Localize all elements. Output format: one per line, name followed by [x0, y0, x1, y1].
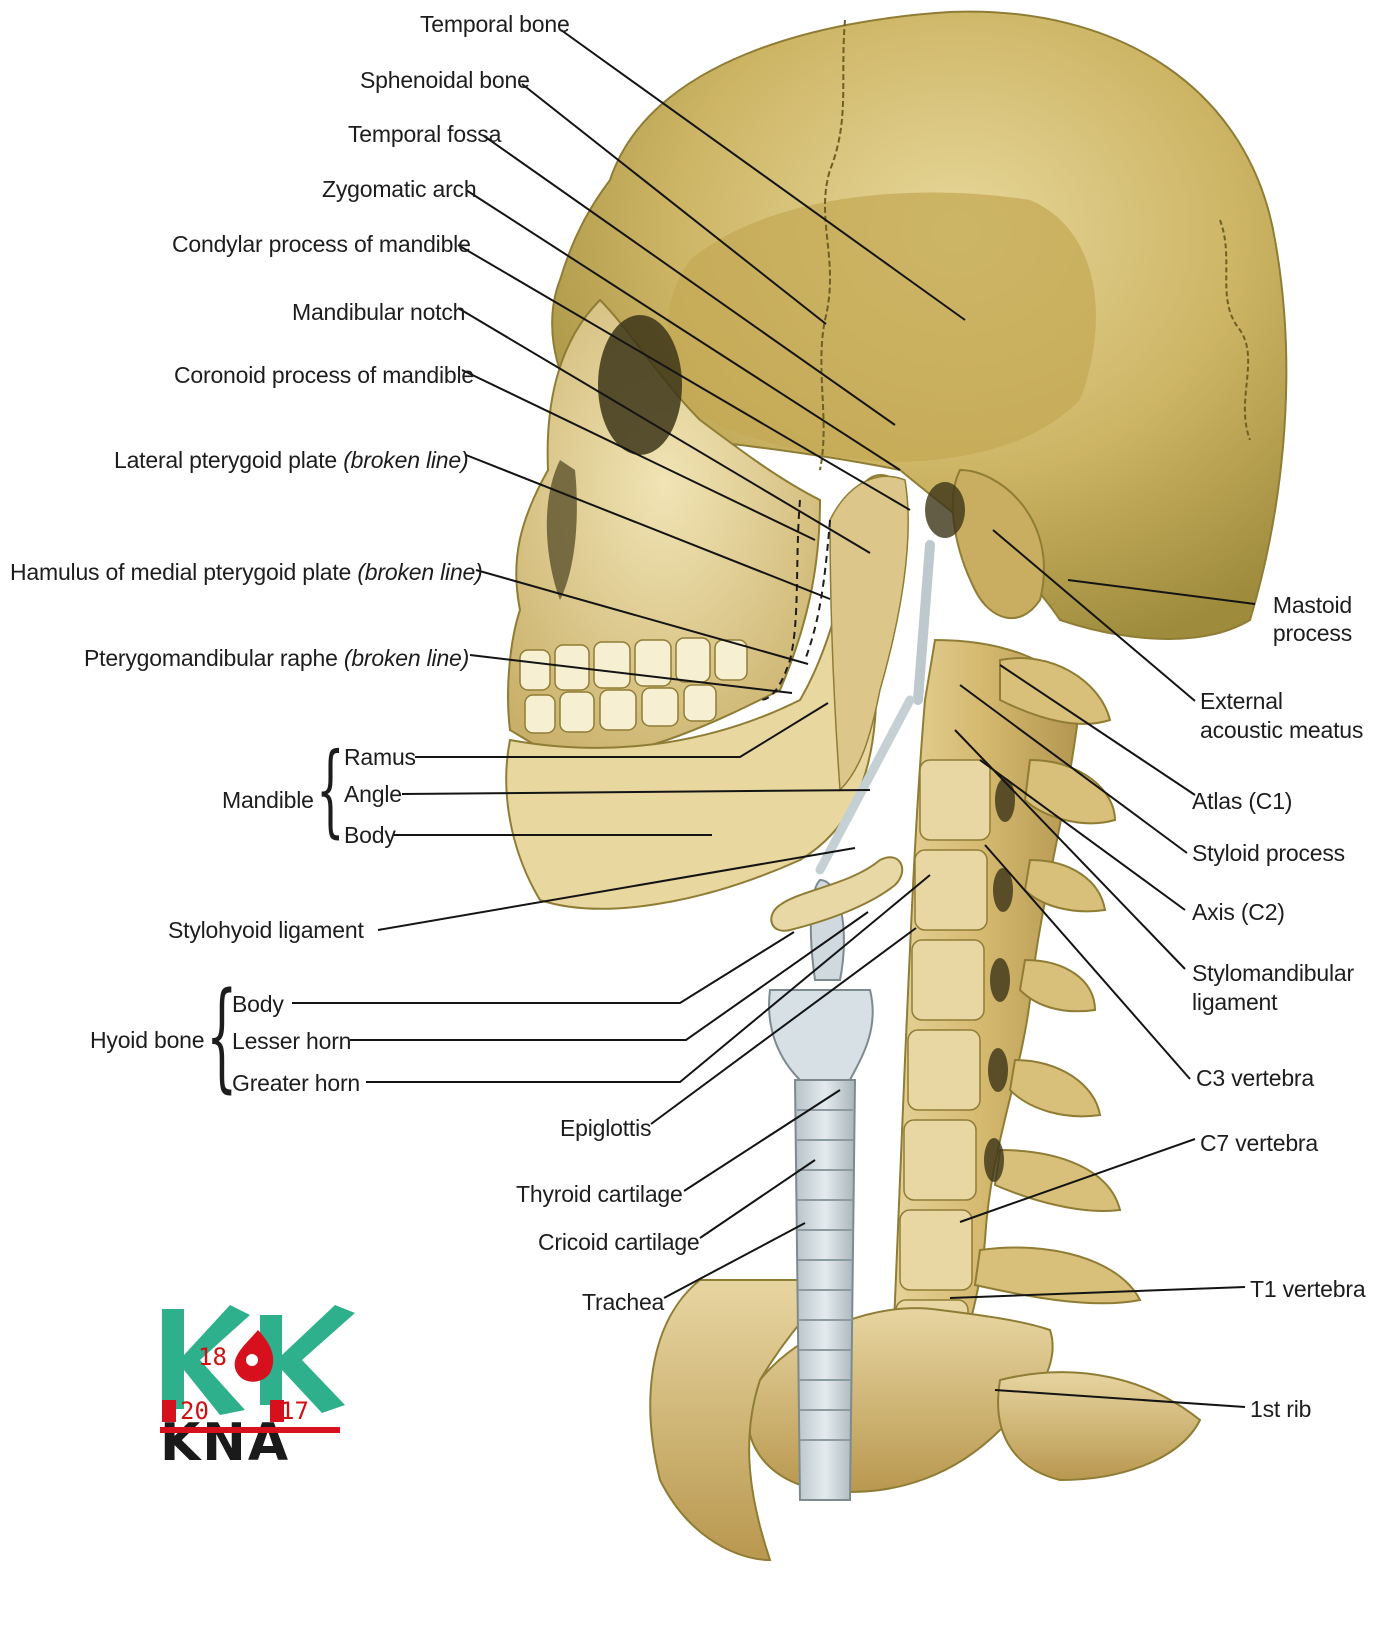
label-cricoid-cartilage: Cricoid cartilage — [538, 1231, 700, 1254]
label-mandibular-notch: Mandibular notch — [292, 301, 465, 324]
logo-red-underline — [160, 1427, 340, 1433]
label-hyoid-bone: Hyoid bone — [90, 1029, 204, 1052]
label-hamulus-note: (broken line) — [357, 559, 482, 585]
label-hamulus: Hamulus of medial pterygoid plate (broke… — [10, 561, 483, 584]
label-ramus: Ramus — [344, 746, 416, 769]
label-raphe-note: (broken line) — [344, 645, 469, 671]
label-atlas: Atlas (C1) — [1192, 790, 1292, 813]
label-mandible: Mandible — [222, 789, 314, 812]
label-mastoid-line1: Mastoid — [1262, 592, 1352, 620]
logo-kna-text: KNA — [160, 1417, 290, 1469]
label-epiglottis: Epiglottis — [560, 1117, 651, 1140]
label-mastoid-line2: process — [1262, 620, 1352, 648]
label-lateral-pterygoid-note: (broken line) — [343, 447, 468, 473]
label-stylomandibular-line1: Stylomandibular — [1192, 959, 1354, 988]
label-c3-vertebra: C3 vertebra — [1196, 1067, 1314, 1090]
label-external-acoustic-meatus: External acoustic meatus — [1200, 687, 1363, 745]
label-thyroid-cartilage: Thyroid cartilage — [516, 1183, 683, 1206]
label-temporal-bone: Temporal bone — [420, 13, 570, 36]
label-external-line2: acoustic meatus — [1200, 716, 1363, 745]
label-trachea: Trachea — [582, 1291, 664, 1314]
mandible-brace: { — [316, 740, 345, 840]
rib-3 — [998, 1372, 1200, 1480]
label-mastoid: Mastoid process — [1262, 592, 1352, 647]
label-stylomandibular-line2: ligament — [1192, 988, 1354, 1017]
label-coronoid-process: Coronoid process of mandible — [174, 364, 474, 387]
label-temporal-fossa: Temporal fossa — [348, 123, 501, 146]
label-first-rib: 1st rib — [1250, 1398, 1311, 1421]
label-t1-vertebra: T1 vertebra — [1250, 1278, 1365, 1301]
label-c7-vertebra: C7 vertebra — [1200, 1132, 1318, 1155]
external-acoustic-meatus — [925, 482, 965, 538]
label-condylar-process: Condylar process of mandible — [172, 233, 471, 256]
label-lateral-pterygoid: Lateral pterygoid plate (broken line) — [114, 449, 468, 472]
label-zygomatic-arch: Zygomatic arch — [322, 178, 476, 201]
label-stylomandibular-ligament: Stylomandibular ligament — [1192, 959, 1354, 1017]
label-angle: Angle — [344, 783, 402, 806]
label-pterygomandibular-raphe: Pterygomandibular raphe (broken line) — [84, 647, 469, 670]
temporal-region — [668, 193, 1096, 463]
thyroid-cartilage-shape — [769, 990, 873, 1080]
label-raphe-text: Pterygomandibular raphe — [84, 645, 338, 671]
label-stylohyoid-ligament: Stylohyoid ligament — [168, 919, 364, 942]
label-hamulus-text: Hamulus of medial pterygoid plate — [10, 559, 351, 585]
logo-num-18: 18 — [198, 1345, 227, 1369]
label-hyoid-body: Body — [232, 993, 284, 1016]
label-lesser-horn: Lesser horn — [232, 1030, 351, 1053]
label-external-line1: External — [1200, 687, 1363, 716]
label-greater-horn: Greater horn — [232, 1072, 360, 1095]
label-axis: Axis (C2) — [1192, 901, 1285, 924]
label-sphenoidal-bone: Sphenoidal bone — [360, 69, 530, 92]
kna-logo: 18 20 17 KNA — [160, 1305, 360, 1470]
label-mandible-body: Body — [344, 824, 396, 847]
label-styloid-process: Styloid process — [1192, 842, 1345, 865]
label-lateral-pterygoid-text: Lateral pterygoid plate — [114, 447, 337, 473]
